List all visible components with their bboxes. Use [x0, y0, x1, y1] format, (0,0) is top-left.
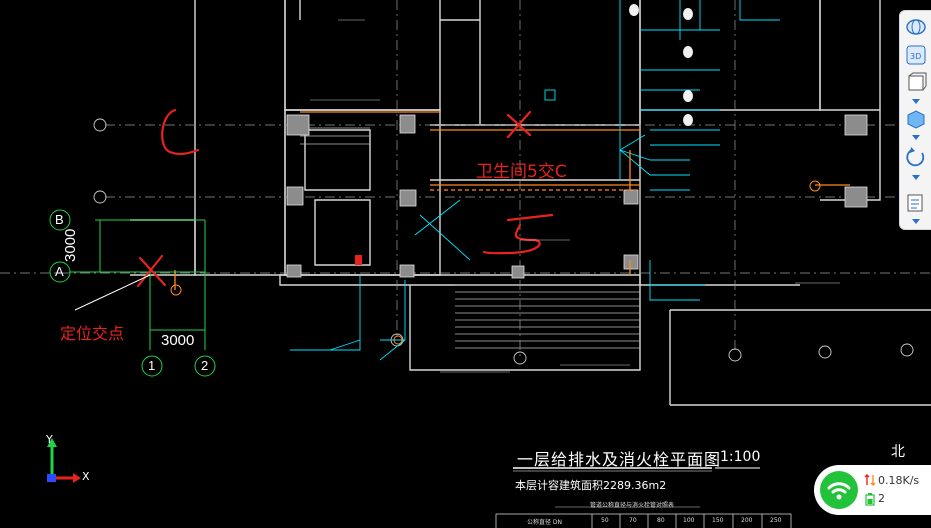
- wall-lines: [130, 0, 931, 406]
- dimension-lines: [49, 209, 216, 377]
- box-dropdown-icon[interactable]: [912, 99, 920, 104]
- restroom-note: 卫生间5交C: [476, 162, 567, 182]
- drawing-title: 一层给排水及消火栓平面图: [517, 450, 722, 469]
- locator-point-label: 定位交点: [60, 324, 125, 343]
- pipe-table: [495, 513, 792, 528]
- valve-symbol: [170, 284, 182, 296]
- orange-pipes: [174, 111, 850, 290]
- text-hairlines: [310, 19, 840, 508]
- ucs-icon: [47, 438, 81, 483]
- view-cube-icon[interactable]: [904, 15, 928, 39]
- table-header-7: 250: [770, 517, 782, 524]
- orbit-dropdown-icon[interactable]: [912, 175, 920, 180]
- cube-icon[interactable]: [904, 107, 928, 131]
- network-speed-widget[interactable]: [814, 465, 931, 515]
- layers-icon[interactable]: [904, 191, 928, 215]
- valve-symbol: [393, 335, 403, 345]
- building-area-text: 本层计容建筑面积2289.36m2: [515, 479, 667, 492]
- wifi-icon: [820, 471, 858, 509]
- 3d-view-icon[interactable]: 3D: [904, 43, 928, 67]
- table-header-4: 100: [683, 517, 695, 524]
- layers-dropdown-icon[interactable]: [912, 219, 920, 224]
- upload-download-icon: [864, 474, 876, 486]
- north-label: 北: [891, 444, 905, 460]
- grid-axis-a: A: [55, 264, 64, 279]
- dimension-vertical: 3000: [62, 228, 79, 262]
- valve-symbol: [809, 180, 821, 192]
- stair-hatch: [300, 127, 640, 349]
- table-header-6: 200: [741, 517, 753, 524]
- grid-axis-2: 2: [201, 358, 209, 373]
- orbit-icon[interactable]: [904, 145, 928, 169]
- ucs-x-label: X: [82, 470, 90, 483]
- battery-icon: [865, 493, 875, 506]
- drawing-scale: 1:100: [720, 449, 761, 465]
- columns: [286, 114, 868, 279]
- table-header-0: 公称直径 DN: [527, 519, 563, 526]
- table-header-3: 80: [657, 517, 665, 524]
- grid-axis-b: B: [55, 212, 64, 227]
- ucs-y-label: Y: [46, 433, 53, 446]
- view-navigation-toolbar: 3D: [899, 10, 931, 230]
- table-caption: 管道公称直径与消火栓管对照表: [590, 502, 675, 509]
- red-markups: [136, 108, 554, 288]
- network-speed-text: 0.18K/s: [878, 474, 920, 487]
- table-header-1: 50: [601, 517, 609, 524]
- pipe-annotations: [290, 0, 780, 361]
- toilet-fixtures: [629, 4, 693, 126]
- locator-leader-line: [74, 274, 151, 311]
- grid-axis-1: 1: [148, 358, 156, 373]
- svg-text:3D: 3D: [910, 52, 921, 61]
- box-icon[interactable]: [904, 71, 928, 95]
- table-header-5: 150: [712, 517, 724, 524]
- cube-dropdown-icon[interactable]: [912, 135, 920, 140]
- dimension-horizontal: 3000: [161, 332, 195, 349]
- network-count-text: 2: [878, 492, 885, 505]
- table-header-2: 70: [629, 517, 637, 524]
